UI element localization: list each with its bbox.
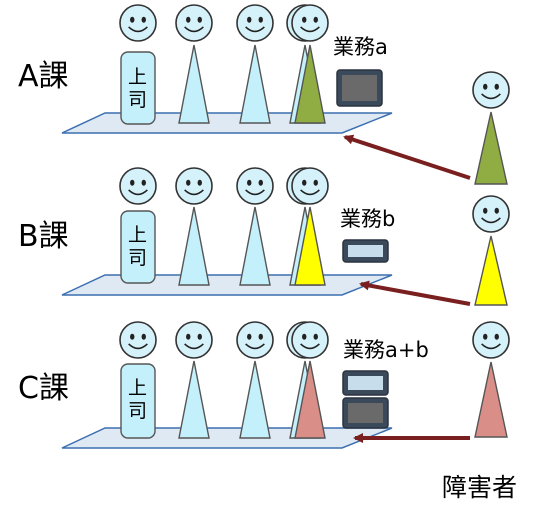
- smiley-face-icon-placed-b: [291, 167, 329, 205]
- monitor-icon-c-0-screen: [348, 376, 383, 390]
- eye-right-boss-a: [141, 16, 146, 23]
- legend-disabled-person: 障害者: [442, 473, 517, 502]
- smiley-face-icon-incoming-b: [472, 195, 510, 233]
- eye-right-placed-a: [313, 16, 318, 23]
- smile-staff-a-1: [245, 26, 265, 33]
- eye-right-staff-a-1: [258, 16, 263, 23]
- eye-left-incoming-a: [483, 83, 488, 90]
- eye-left-boss-b: [130, 179, 135, 186]
- eye-right-staff-c-1: [258, 333, 263, 340]
- dept-label-b: B課: [18, 219, 69, 254]
- eye-right-staff-a-0: [197, 16, 202, 23]
- person-cone-icon-placed-c: [294, 360, 326, 439]
- boss-badge-c: [120, 363, 156, 439]
- eye-left-staff-b-0: [186, 179, 191, 186]
- boss-label-bottom-c: 司: [128, 400, 147, 422]
- person-cone-icon-staff-c-0: [178, 360, 210, 439]
- eye-left-placed-c: [302, 333, 307, 340]
- boss-label-top-b: 上: [128, 224, 147, 246]
- smiley-face-icon-incoming-a: [472, 71, 510, 109]
- eye-right-staff-b-0: [197, 179, 202, 186]
- eye-right-incoming-a: [494, 83, 499, 90]
- eye-right-placed-c: [313, 333, 318, 340]
- eye-left-boss-c: [130, 333, 135, 340]
- person-cone-icon-staff-b-1: [239, 206, 271, 286]
- floor-platform-a: [61, 112, 393, 134]
- smiley-face-icon-staff-c-1: [236, 321, 274, 359]
- smile-placed-a: [300, 26, 320, 33]
- smiley-face-icon-placed-c: [291, 321, 329, 359]
- person-cone-icon-staff-a-1: [239, 44, 271, 124]
- floor-platform-b: [61, 274, 393, 296]
- person-cone-icon-incoming-c: [474, 361, 508, 438]
- smile-placed-b: [300, 189, 320, 196]
- floor-platform-c: [61, 427, 393, 449]
- eye-right-placed-b: [313, 179, 318, 186]
- eye-left-incoming-b: [483, 207, 488, 214]
- eye-left-staff-a-1: [247, 16, 252, 23]
- person-cone-icon-staff-a-0: [178, 44, 210, 124]
- boss-label-top-a: 上: [128, 66, 147, 88]
- smiley-face-icon-boss-c: [119, 321, 157, 359]
- eye-left-staff-c-0: [186, 333, 191, 340]
- boss-badge-b: [120, 210, 156, 284]
- smile-boss-b: [128, 189, 148, 196]
- person-cone-icon-incoming-a: [474, 111, 508, 185]
- person-cone-icon-placed-b: [294, 206, 326, 286]
- smile-incoming-c: [481, 343, 501, 350]
- smile-boss-c: [128, 343, 148, 350]
- boss-badge-a: [120, 51, 156, 125]
- smile-staff-c-0: [184, 343, 204, 350]
- dept-label-a: A課: [18, 59, 69, 94]
- smiley-face-icon-staff-c-0: [175, 321, 213, 359]
- smiley-face-icon-boss-a: [119, 4, 157, 42]
- eye-right-incoming-c: [494, 333, 499, 340]
- smile-staff-b-1: [245, 189, 265, 196]
- smiley-face-icon-staff-b-1: [236, 167, 274, 205]
- eye-right-staff-c-0: [197, 333, 202, 340]
- smile-staff-b-0: [184, 189, 204, 196]
- boss-label-top-c: 上: [128, 377, 147, 399]
- smiley-face-icon-staff-a-0: [175, 4, 213, 42]
- boss-label-bottom-b: 司: [128, 247, 147, 269]
- eye-left-incoming-c: [483, 333, 488, 340]
- arrow-icon-a: [343, 134, 471, 180]
- monitor-icon-b-0-screen: [348, 245, 383, 257]
- smiley-face-icon-placed-a: [291, 4, 329, 42]
- eye-left-placed-a: [302, 16, 307, 23]
- eye-right-incoming-b: [494, 207, 499, 214]
- smile-staff-c-1: [245, 343, 265, 350]
- smile-incoming-a: [481, 93, 501, 100]
- eye-right-staff-b-1: [258, 179, 263, 186]
- smiley-face-icon-incoming-c: [472, 321, 510, 359]
- person-cone-icon-placed-a: [294, 44, 326, 124]
- smile-placed-c: [300, 343, 320, 350]
- eye-left-boss-a: [130, 16, 135, 23]
- smile-boss-a: [128, 26, 148, 33]
- eye-right-boss-b: [141, 179, 146, 186]
- dept-label-c: C課: [18, 371, 69, 406]
- eye-left-placed-b: [302, 179, 307, 186]
- eye-left-staff-c-1: [247, 333, 252, 340]
- task-label-a: 業務a: [333, 35, 388, 59]
- arrow-icon-b: [359, 280, 471, 306]
- monitor-icon-a-0-screen: [342, 75, 377, 101]
- smile-staff-a-0: [184, 26, 204, 33]
- smile-incoming-b: [481, 217, 501, 224]
- task-label-b: 業務b: [340, 207, 395, 231]
- smiley-face-icon-boss-b: [119, 167, 157, 205]
- monitor-icon-c-1-screen: [348, 403, 383, 423]
- person-cone-icon-incoming-b: [474, 235, 508, 306]
- person-cone-icon-staff-b-0: [178, 206, 210, 286]
- smiley-face-icon-staff-a-1: [236, 4, 274, 42]
- person-cone-icon-staff-c-1: [239, 360, 271, 439]
- eye-right-boss-c: [141, 333, 146, 340]
- eye-left-staff-a-0: [186, 16, 191, 23]
- eye-left-staff-b-1: [247, 179, 252, 186]
- task-label-c: 業務a+b: [343, 338, 429, 362]
- smiley-face-icon-staff-b-0: [175, 167, 213, 205]
- boss-label-bottom-a: 司: [128, 89, 147, 111]
